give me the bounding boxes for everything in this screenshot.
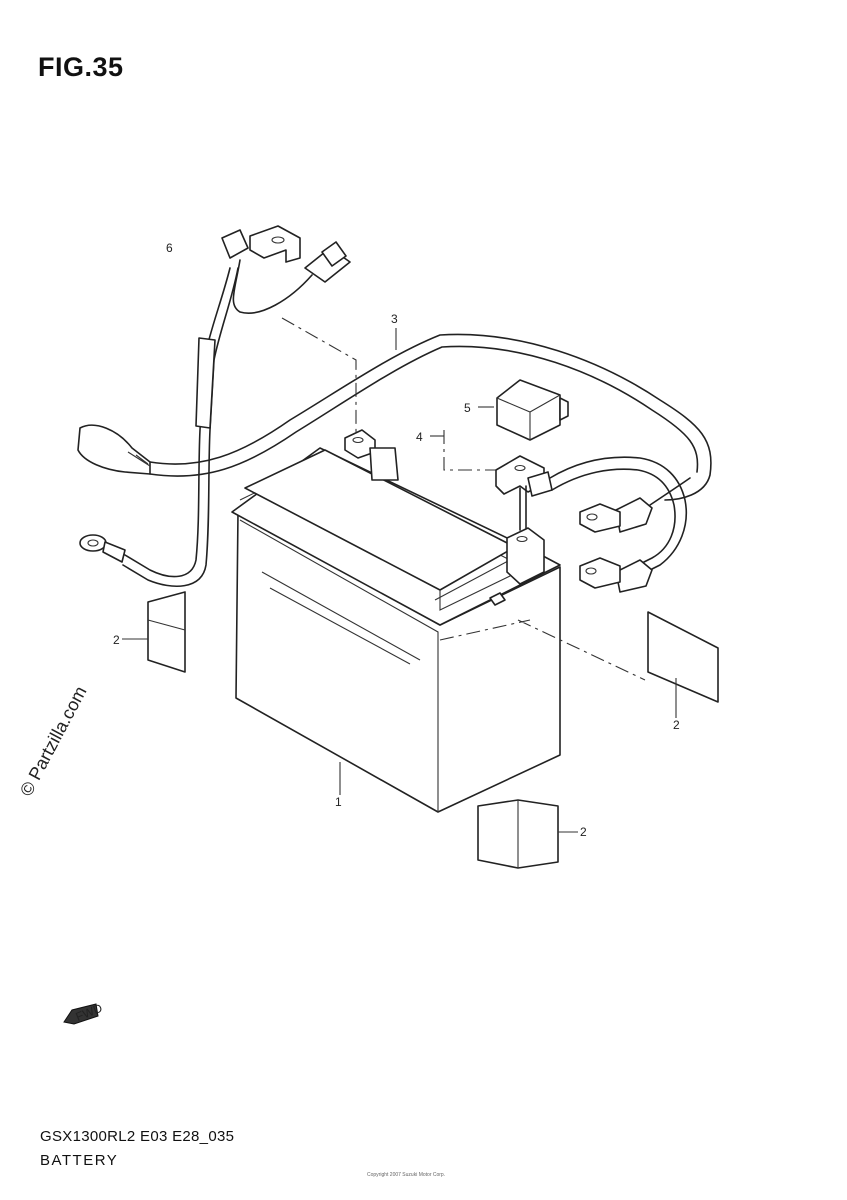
callout-4: 4 [416,430,423,444]
section-name: BATTERY [40,1152,119,1169]
callout-6: 6 [166,241,173,255]
callout-1: 1 [335,795,342,809]
callout-5: 5 [464,401,471,415]
harness-boot [77,424,151,475]
ring-terminal [79,534,107,552]
cable-4 [549,456,687,576]
fwd-arrow-icon: FWD [63,1001,105,1025]
model-code: GSX1300RL2 E03 E28_035 [40,1128,235,1145]
callout-2-bottom: 2 [580,825,587,839]
callout-2-right: 2 [673,718,680,732]
harness-cable-3 [149,333,712,501]
wire-6 [124,267,231,578]
callout-3: 3 [391,312,398,326]
terminal-cap-5 [496,379,561,441]
fine-print: Copyright 2007 Suzuki Motor Corp. [367,1172,446,1178]
wire-6-connector [221,229,249,259]
clamp-upper [615,497,653,533]
figure-title: FIG.35 [38,52,124,82]
callout-2-left: 2 [113,633,120,647]
pad-2-right [647,611,719,703]
battery-1 [231,429,561,813]
wire-6-bracket [249,225,301,263]
pad-2-left [147,591,186,673]
fwd-label: FWD [74,1001,105,1024]
clamp-lower [615,559,653,593]
